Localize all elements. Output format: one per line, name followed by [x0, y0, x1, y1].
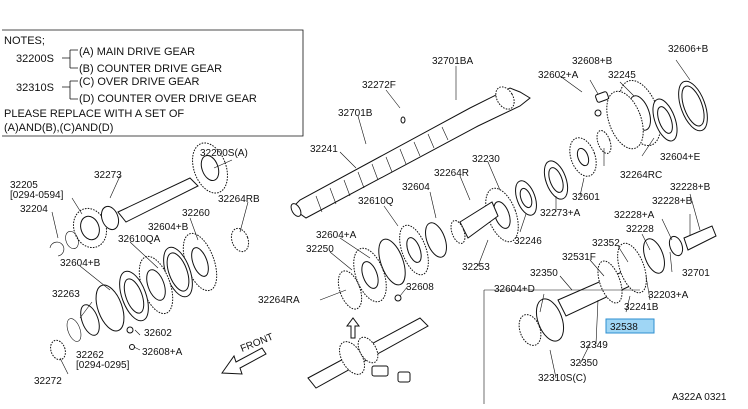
label-32606b: 32606+B — [668, 44, 709, 55]
notes-counter-over-drive-gear: (D) COUNTER OVER DRIVE GEAR — [79, 93, 257, 105]
notes-box: NOTES; 32200S (A) MAIN DRIVE GEAR (B) CO… — [2, 29, 304, 137]
label-32608b-top: 32608+B — [572, 56, 613, 67]
label-32272: 32272 — [34, 376, 62, 387]
label-32203a: 32203+A — [648, 290, 689, 301]
label-32608a: 32608+A — [142, 347, 183, 358]
label-32602a: 32602+A — [538, 70, 579, 81]
label-32228b-b: 32228+B — [652, 196, 693, 207]
label-32349: 32349 — [580, 340, 608, 351]
label-32273: 32273 — [94, 170, 122, 181]
label-32264rc: 32264RC — [620, 170, 662, 181]
label-32701: 32701 — [682, 268, 710, 279]
label-32273a: 32273+A — [540, 208, 581, 219]
left-assembly — [49, 142, 228, 257]
label-32263: 32263 — [52, 289, 80, 300]
label-32701b: 32701B — [338, 108, 373, 119]
label-32228: 32228 — [626, 224, 654, 235]
label-32264ra: 32264RA — [258, 295, 300, 306]
right-bottom-assembly — [483, 225, 717, 404]
label-32272f: 32272F — [362, 80, 396, 91]
label-32531f: 32531F — [562, 252, 596, 263]
label-32204: 32204 — [20, 204, 48, 215]
highlight-32538 — [605, 318, 655, 334]
label-32608: 32608 — [406, 282, 434, 293]
notes-counter-drive-gear: (B) COUNTER DRIVE GEAR — [79, 63, 222, 75]
label-32604: 32604 — [402, 182, 430, 193]
label-32604e: 32604+E — [660, 152, 701, 163]
leader-lines — [51, 59, 701, 379]
label-32350-b: 32350 — [570, 358, 598, 369]
notes-replace-line2: (A)AND(B),(C)AND(D) — [4, 122, 113, 134]
label-32230: 32230 — [472, 154, 500, 165]
label-32610qa: 32610QA — [118, 234, 161, 245]
label-32538: 32538 — [610, 322, 638, 333]
label-32228a: 32228+A — [614, 210, 655, 221]
label-32350-a: 32350 — [530, 268, 558, 279]
label-32205: 32205 — [10, 180, 38, 191]
notes-code-32200s: 32200S — [16, 53, 54, 65]
center-bottom-assembly — [337, 220, 466, 339]
label-32241: 32241 — [310, 144, 338, 155]
label-32602: 32602 — [144, 328, 172, 339]
label-32228b-a: 32228+B — [670, 182, 711, 193]
top-gear-cluster — [569, 79, 708, 177]
notes-code-32310s: 32310S — [16, 82, 54, 94]
label-32260: 32260 — [182, 208, 210, 219]
notes-over-drive-gear: (C) OVER DRIVE GEAR — [79, 76, 199, 88]
label-32245: 32245 — [608, 70, 636, 81]
label-32604b-a: 32604+B — [148, 222, 189, 233]
label-32253: 32253 — [462, 262, 490, 273]
label-32250: 32250 — [306, 244, 334, 255]
diagram-reference: A322A 0321 — [672, 392, 727, 403]
label-32310sc: 32310S(C) — [538, 373, 586, 384]
label-32610q: 32610Q — [358, 196, 394, 207]
label-32262: 32262 — [76, 350, 104, 361]
label-32262-range: [0294-0295] — [76, 360, 130, 371]
notes-main-drive-gear: (A) MAIN DRIVE GEAR — [79, 46, 195, 58]
label-32264rb: 32264RB — [218, 194, 260, 205]
front-arrow-icon: FRONT — [221, 332, 275, 375]
label-32200sa: 32200S(A) — [200, 148, 248, 159]
main-shaft-drawing — [290, 86, 531, 219]
counter-shaft-drawing — [307, 317, 429, 389]
center-gears — [459, 160, 569, 243]
label-32604a: 32604+A — [316, 230, 357, 241]
label-32241b: 32241B — [624, 302, 659, 313]
label-32701ba: 32701BA — [432, 56, 473, 67]
notes-replace-line1: PLEASE REPLACE WITH A SET OF — [4, 108, 184, 120]
label-32352: 32352 — [592, 238, 620, 249]
label-32604d: 32604+D — [494, 284, 535, 295]
label-32604b-b: 32604+B — [60, 258, 101, 269]
label-32205-range: [0294-0594] — [10, 190, 64, 201]
label-32264r: 32264R — [434, 168, 469, 179]
label-32246: 32246 — [514, 236, 542, 247]
label-32601: 32601 — [572, 192, 600, 203]
notes-title: NOTES; — [4, 35, 45, 47]
middle-left-assembly — [50, 227, 250, 361]
up-arrow-icon — [346, 317, 360, 339]
part-labels: 32701BA 32272F 32701B 32608+B 32602+A 32… — [10, 44, 727, 403]
